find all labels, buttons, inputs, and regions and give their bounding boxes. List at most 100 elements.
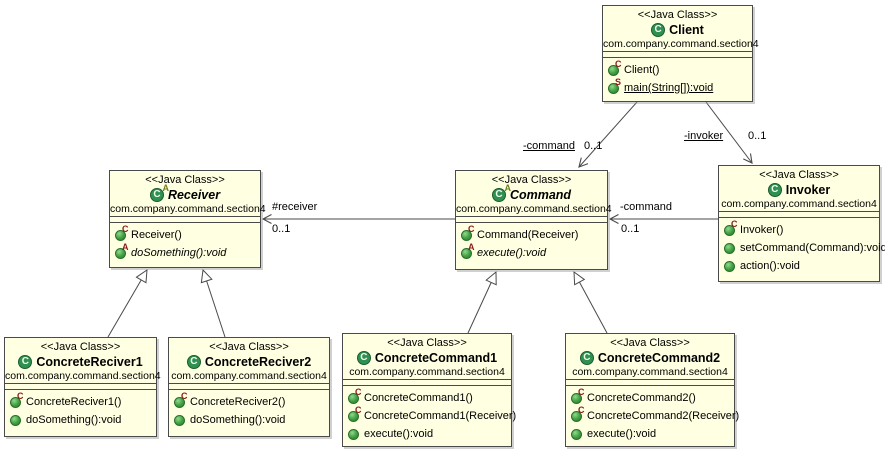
method-label: Client() (624, 64, 660, 76)
class-name-row: C ConcreteCommand2 (566, 350, 734, 366)
method-label: execute():void (477, 247, 547, 259)
methods-compartment: C ConcreteCommand1() C ConcreteCommand1(… (343, 385, 516, 446)
abstract-decorator: A (468, 241, 475, 252)
method-item: C ConcreteCommand1() (348, 387, 508, 407)
association-client-invoker[interactable] (705, 101, 753, 164)
method-label: ConcreteCommand1() (364, 392, 473, 404)
method-icon: C (724, 219, 738, 236)
package-name: com.company.command.section4 (5, 370, 161, 382)
generalization-concretecommand2-command[interactable] (573, 270, 608, 334)
generalization-concretereciver1-receiver[interactable] (107, 268, 148, 338)
constructor-decorator: C (578, 386, 585, 397)
method-icon: C (174, 391, 188, 408)
stereotype-label: <<Java Class>> (387, 337, 467, 349)
class-name-row: C ConcreteReciver1 (5, 354, 156, 370)
constructor-decorator: C (578, 404, 585, 415)
method-label: ConcreteCommand1(Receiver) (364, 410, 517, 422)
edge-multiplicity-label: 0..1 (272, 223, 291, 235)
method-icon: C (608, 59, 622, 76)
stereotype-label: <<Java Class>> (759, 169, 839, 181)
methods-compartment: C Command(Receiver) A execute():void (456, 222, 607, 269)
method-icon: C (115, 224, 129, 241)
generalization-concretereciver2-receiver[interactable] (200, 268, 226, 338)
stereotype-label: <<Java Class>> (145, 174, 225, 186)
method-icon: C (571, 387, 585, 404)
abstract-decorator: A (162, 183, 169, 193)
package-name: com.company.command.section4 (456, 203, 612, 215)
method-label: ConcreteReciver1() (26, 396, 122, 408)
class-name: ConcreteReciver2 (204, 355, 312, 369)
method-item: C Receiver() (115, 224, 257, 244)
method-item: doSomething():void (174, 411, 326, 429)
methods-compartment: C Invoker() setCommand(Command):void act… (719, 217, 885, 281)
method-item: setCommand(Command):void (724, 239, 885, 257)
edge-multiplicity-label: 0..1 (748, 130, 767, 142)
method-icon (724, 242, 735, 254)
method-label: execute():void (587, 428, 657, 440)
constructor-decorator: C (615, 58, 622, 69)
method-icon: C (571, 405, 585, 422)
class-header: <<Java Class>> C ConcreteReciver2 com.co… (169, 338, 329, 383)
method-icon: C (461, 224, 475, 241)
method-item: C Invoker() (724, 219, 876, 239)
package-name: com.company.command.section4 (721, 198, 877, 210)
attributes-compartment (566, 379, 734, 385)
class-box-invoker[interactable]: <<Java Class>> C Invoker com.company.com… (718, 165, 885, 282)
method-item: C ConcreteCommand2(Receiver) (571, 405, 739, 425)
constructor-decorator: C (17, 390, 24, 401)
edge-role-label: -command (523, 140, 575, 152)
class-name-row: C ConcreteCommand1 (343, 350, 511, 366)
method-item: execute():void (348, 425, 508, 443)
class-box-concretecommand1[interactable]: <<Java Class>> C ConcreteCommand1 com.co… (342, 333, 516, 447)
methods-compartment: C ConcreteReciver1() doSomething():void (5, 389, 156, 436)
class-name: Client (669, 23, 704, 37)
class-icon: C (579, 351, 594, 365)
association-client-command[interactable] (578, 101, 638, 168)
method-label: ConcreteCommand2(Receiver) (587, 410, 740, 422)
class-name-row: C ConcreteReciver2 (169, 354, 329, 370)
method-icon (174, 414, 185, 426)
method-label: doSomething():void (26, 414, 122, 426)
class-box-concretecommand2[interactable]: <<Java Class>> C ConcreteCommand2 com.co… (565, 333, 739, 447)
method-label: Invoker() (740, 224, 784, 236)
methods-compartment: C ConcreteReciver2() doSomething():void (169, 389, 329, 436)
constructor-decorator: C (355, 404, 362, 415)
method-label: action():void (740, 260, 800, 272)
method-item: execute():void (571, 425, 731, 443)
generalization-concretecommand1-command[interactable] (467, 270, 497, 334)
method-label: ConcreteCommand2() (587, 392, 696, 404)
attributes-compartment (719, 211, 879, 217)
method-label: main(String[]):void (624, 82, 714, 94)
method-label: setCommand(Command):void (740, 242, 885, 254)
class-box-client[interactable]: <<Java Class>> C Client com.company.comm… (602, 5, 759, 102)
method-icon (571, 428, 582, 440)
class-header: <<Java Class>> C ConcreteReciver1 com.co… (5, 338, 161, 383)
methods-compartment: C Receiver() A doSomething():void (110, 222, 260, 267)
method-icon: A (115, 242, 129, 259)
abstract-decorator: A (504, 183, 511, 193)
class-name-row: C Client (603, 22, 752, 38)
package-name: com.company.command.section4 (603, 38, 759, 50)
class-header: <<Java Class>> C ConcreteCommand2 com.co… (566, 334, 734, 379)
attributes-compartment (110, 216, 260, 222)
stereotype-label: <<Java Class>> (637, 9, 718, 21)
class-name: Invoker (785, 183, 831, 197)
method-icon (724, 260, 735, 272)
class-name: ConcreteCommand2 (597, 351, 721, 365)
edge-multiplicity-label: 0..1 (621, 223, 640, 235)
methods-compartment: C Client() S main(String[]):void (603, 57, 752, 101)
class-box-concretereciver2[interactable]: <<Java Class>> C ConcreteReciver2 com.co… (168, 337, 330, 437)
edge-multiplicity-label: 0..1 (584, 140, 603, 152)
constructor-decorator: C (355, 386, 362, 397)
stereotype-label: <<Java Class>> (610, 337, 690, 349)
class-box-concretereciver1[interactable]: <<Java Class>> C ConcreteReciver1 com.co… (4, 337, 161, 437)
method-icon: C (348, 387, 362, 404)
class-icon: C (18, 355, 33, 369)
package-name: com.company.command.section4 (572, 366, 728, 378)
